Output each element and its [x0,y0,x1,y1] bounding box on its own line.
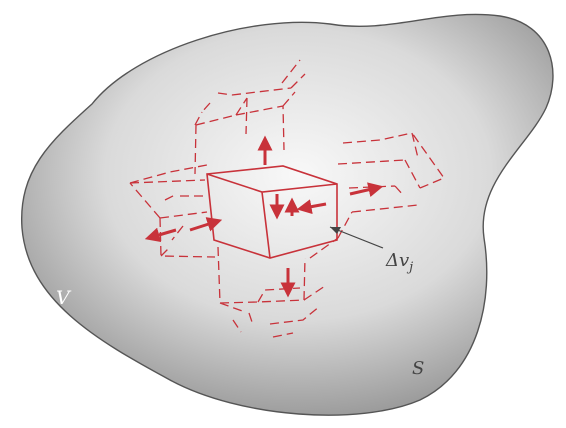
volume-element-label-main: Δv [385,250,409,271]
volume-label: V [56,287,72,309]
surface-label: S [412,358,424,379]
volume-region [22,14,553,415]
